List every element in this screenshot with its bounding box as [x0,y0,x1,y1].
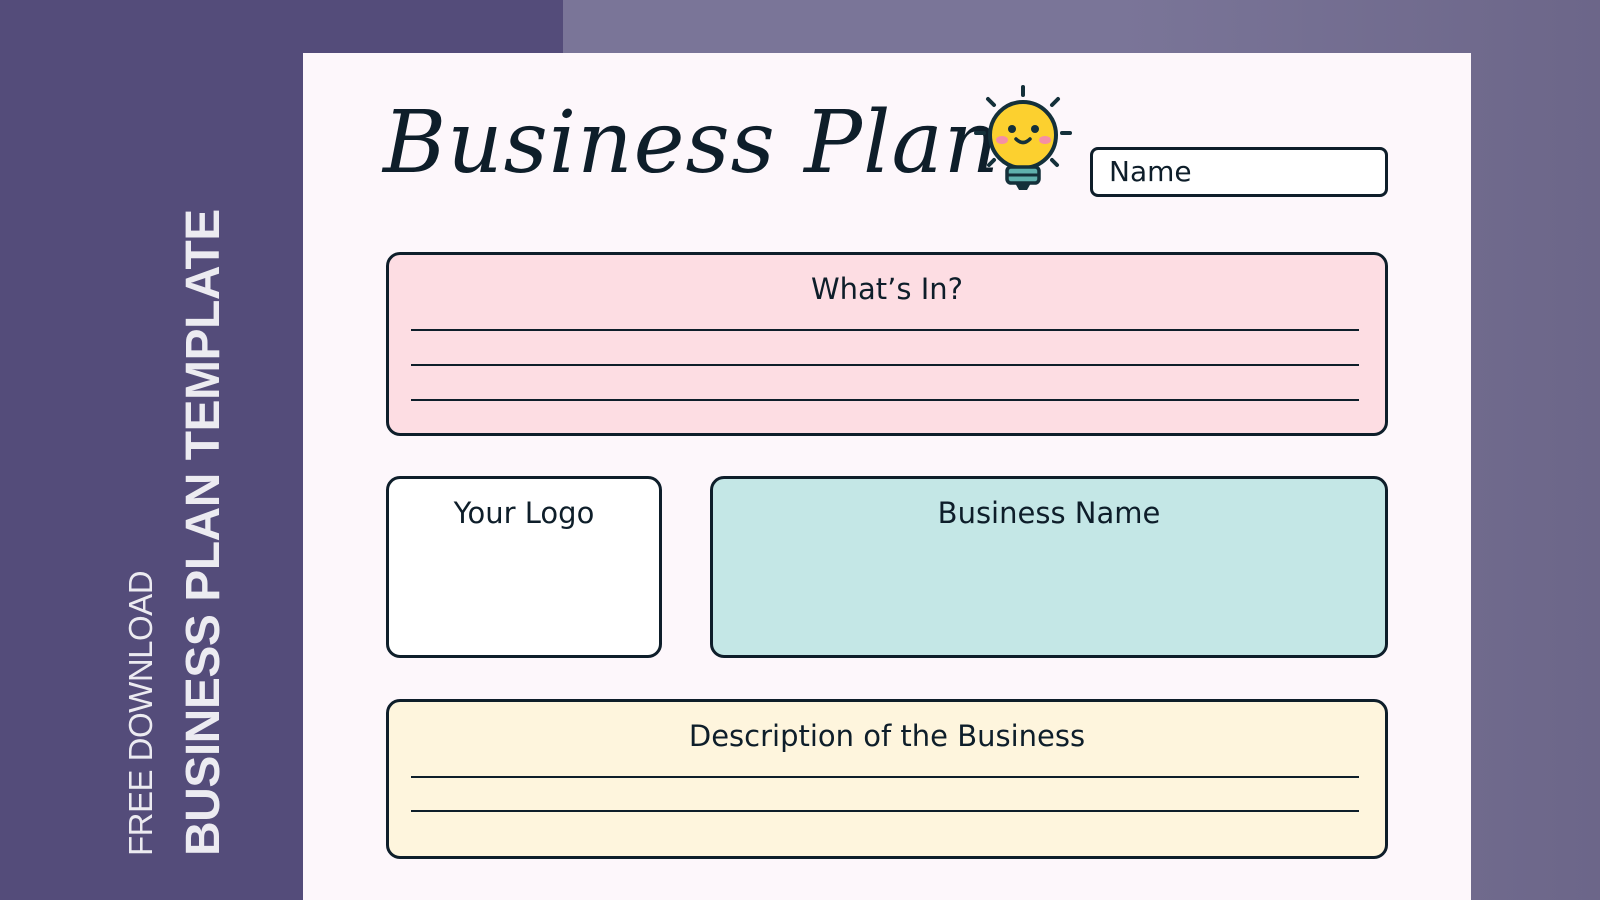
writing-line [411,776,1359,778]
template-heading: BUSINESS PLAN TEMPLATE [177,209,230,856]
description-section[interactable]: Description of the Business [386,699,1388,859]
name-field[interactable]: Name [1090,147,1388,197]
logo-section[interactable]: Your Logo [386,476,662,658]
free-download-label: FREE DOWNLOAD [122,570,159,856]
writing-line [411,364,1359,366]
logo-heading: Your Logo [453,496,595,530]
whats-in-section[interactable]: What’s In? [386,252,1388,436]
description-heading: Description of the Business [688,719,1086,753]
writing-line [411,399,1359,401]
business-name-heading: Business Name [937,496,1161,530]
writing-line [411,810,1359,812]
writing-line [411,329,1359,331]
template-page: Business Plan Name What’s In? Your Logo … [303,53,1471,900]
page-title: Business Plan [383,93,1001,193]
business-name-section[interactable]: Business Name [710,476,1388,658]
whats-in-heading: What’s In? [810,272,964,306]
lightbulb-smiley-icon [974,85,1072,190]
